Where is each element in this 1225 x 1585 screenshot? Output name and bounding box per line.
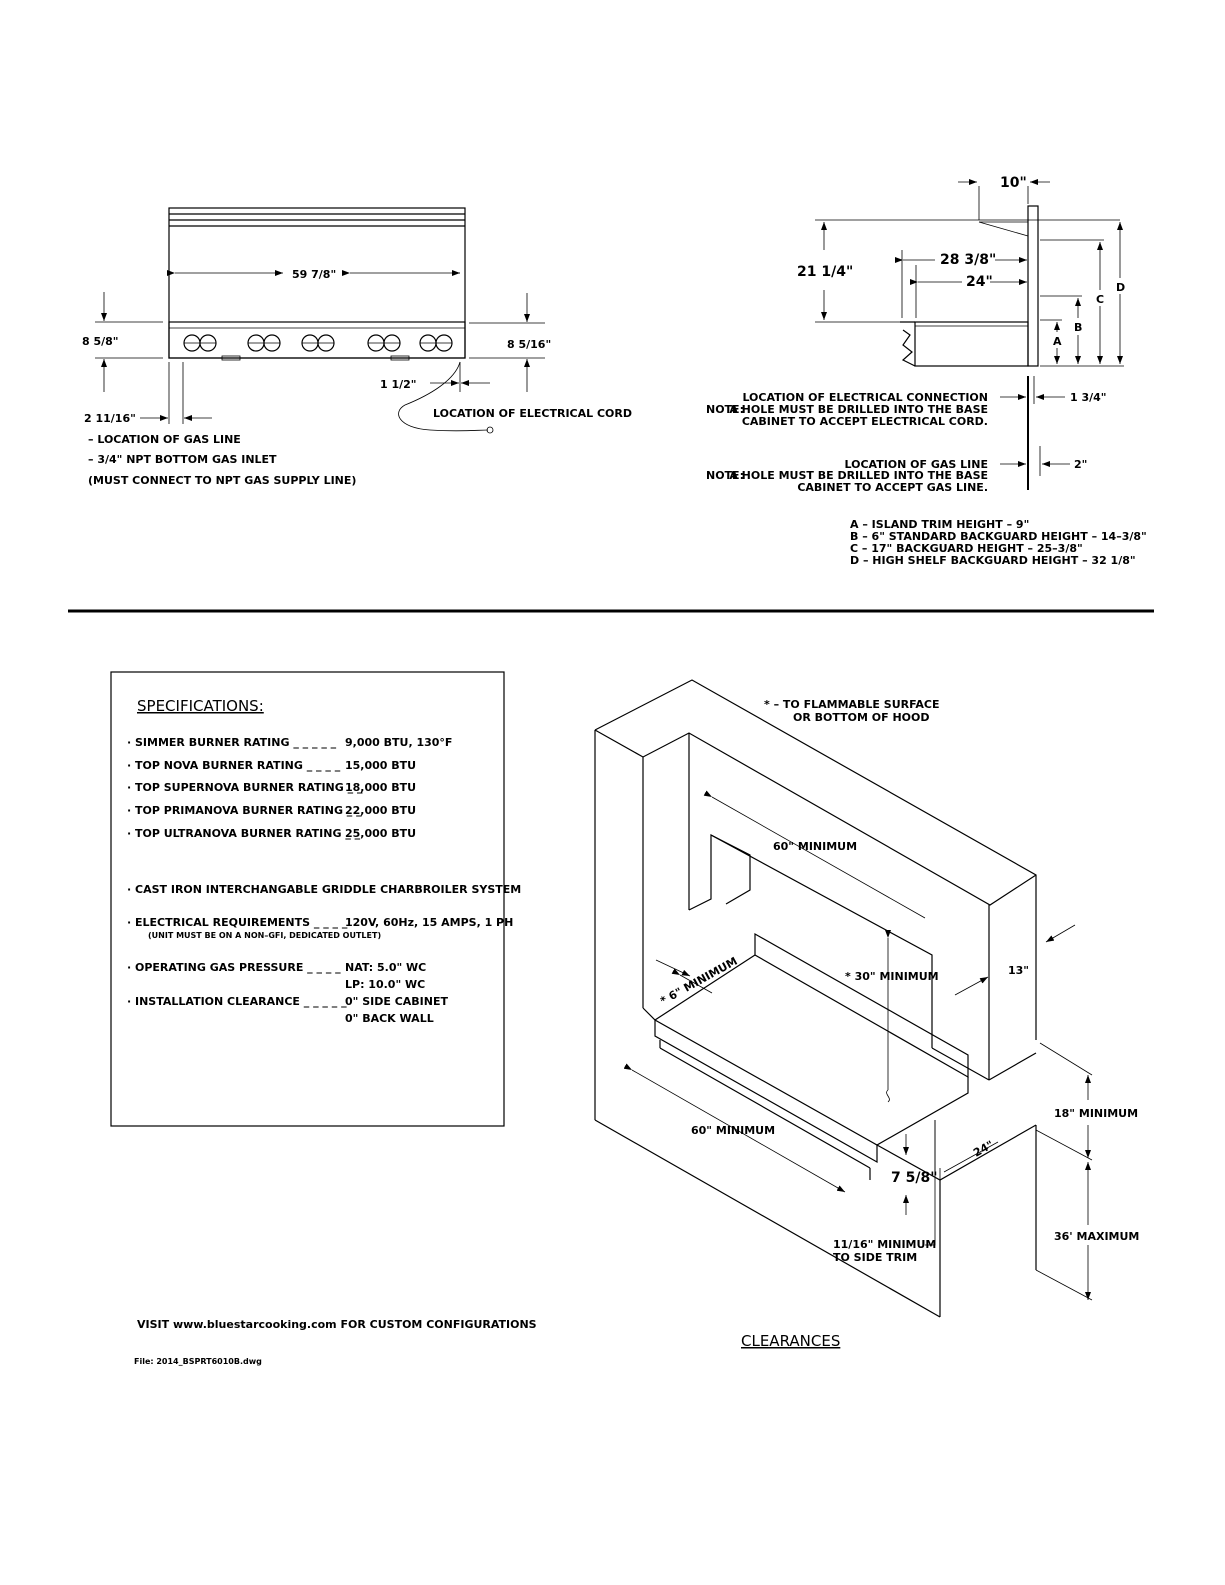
spec-label-1: · SIMMER BURNER RATING _ _ _ _ _ [127,736,337,749]
legend-a: A – ISLAND TRIM HEIGHT – 9" [850,518,1029,531]
spec-label-4: · TOP PRIMANOVA BURNER RATING _ _ [127,804,362,817]
side-trim-label-2: TO SIDE TRIM [833,1251,917,1264]
gas-note-2b: CABINET TO ACCEPT GAS LINE. [797,481,988,494]
spec-label-5: · TOP ULTRANOVA BURNER RATING _ _ [127,827,361,840]
legend-c: C – 17" BACKGUARD HEIGHT – 25–3/8" [850,542,1083,555]
cord-offset-label: 1 1/2" [380,378,417,391]
star-note-2: OR BOTTOM OF HOOD [793,711,930,724]
spec-label-2: · TOP NOVA BURNER RATING _ _ _ _ [127,759,341,772]
spec-griddle: · CAST IRON INTERCHANGABLE GRIDDLE CHARB… [127,883,521,896]
gas-note-2: – 3/4" NPT BOTTOM GAS INLET [88,453,277,466]
letter-a: A [1053,335,1062,348]
gas-offset: 2" [1074,458,1087,471]
elec-note-prefix: NOTE: [706,403,744,416]
width-label: 59 7/8" [292,268,336,281]
depth-label: 28 3/8" [940,252,996,268]
letter-d: D [1116,281,1125,294]
spec-elec-sub: (UNIT MUST BE ON A NON–GFI, DEDICATED OU… [148,931,381,940]
spec-value-1: 9,000 BTU, 130°F [345,736,452,749]
gas-note-1b: A HOLE MUST BE DRILLED INTO THE BASE [729,469,988,482]
spec-clear-label: · INSTALLATION CLEARANCE _ _ _ _ _ [127,995,347,1008]
elec-offset: 1 3/4" [1070,391,1107,404]
trim-label: 7 5/8" [891,1170,938,1186]
legend-d: D – HIGH SHELF BACKGUARD HEIGHT – 32 1/8… [850,554,1136,567]
legend-b: B – 6" STANDARD BACKGUARD HEIGHT – 14–3/… [850,530,1147,543]
spec-clear-side: 0" SIDE CABINET [345,995,448,1008]
spec-gas-lp: LP: 10.0" WC [345,978,425,991]
visit-note: VISIT www.bluestarcooking.com FOR CUSTOM… [137,1318,537,1331]
clearances-title: CLEARANCES [741,1332,840,1350]
counter-depth-label: 24" [971,1138,996,1160]
elec-location: LOCATION OF ELECTRICAL CONNECTION [742,391,988,404]
spec-label-3: · TOP SUPERNOVA BURNER RATING _ _ [127,781,363,794]
spec-value-4: 22,000 BTU [345,804,416,817]
elec-note-2: CABINET TO ACCEPT ELECTRICAL CORD. [742,415,988,428]
gas-note-prefix: NOTE: [706,469,744,482]
spec-gas-nat: NAT: 5.0" WC [345,961,426,974]
front-view [95,207,545,434]
file-note: File: 2014_BSPRT6010B.dwg [134,1357,262,1366]
inner-depth-label: 24" [966,274,993,290]
gas-note-1: – LOCATION OF GAS LINE [88,433,241,446]
counter-height-label: 36' MAXIMUM [1054,1230,1139,1243]
spec-gas-label: · OPERATING GAS PRESSURE _ _ _ _ [127,961,341,974]
counter-width-label: 60" MINIMUM [691,1124,775,1137]
spec-elec-label: · ELECTRICAL REQUIREMENTS _ _ _ _ [127,916,348,929]
left-height-label: 8 5/8" [82,335,119,348]
gas-note-3: (MUST CONNECT TO NPT GAS SUPPLY LINE) [88,474,356,487]
top-label: 10" [1000,175,1027,191]
specs-title: SPECIFICATIONS: [137,697,264,715]
spec-value-2: 15,000 BTU [345,759,416,772]
clearance-iso [594,679,1093,1318]
spec-value-3: 18,000 BTU [345,781,416,794]
right-height-label: 8 5/16" [507,338,551,351]
vert-min-label: * 30" MINIMUM [845,970,939,983]
side-min-label: * 6" MINIMUM [658,955,739,1008]
spec-clear-back: 0" BACK WALL [345,1012,434,1025]
letter-c: C [1096,293,1104,306]
knob-row [183,334,453,352]
height-label: 21 1/4" [797,264,853,280]
spec-value-5: 25,000 BTU [345,827,416,840]
spec-elec-value: 120V, 60Hz, 15 AMPS, 1 PH [345,916,513,929]
star-note-1: * – TO FLAMMABLE SURFACE [764,698,939,711]
gas-offset-label: 2 11/16" [84,412,136,425]
specs-box [110,671,505,1127]
side-trim-label-1: 11/16" MINIMUM [833,1238,936,1251]
cord-label: LOCATION OF ELECTRICAL CORD [433,407,632,420]
gas-location: LOCATION OF GAS LINE [845,458,989,471]
hood-depth-label: 13" [1008,964,1029,977]
above-counter-label: 18" MINIMUM [1054,1107,1138,1120]
letter-b: B [1074,321,1082,334]
hood-width-label: 60" MINIMUM [773,840,857,853]
elec-note-1: A HOLE MUST BE DRILLED INTO THE BASE [729,403,988,416]
side-view [815,179,1124,490]
